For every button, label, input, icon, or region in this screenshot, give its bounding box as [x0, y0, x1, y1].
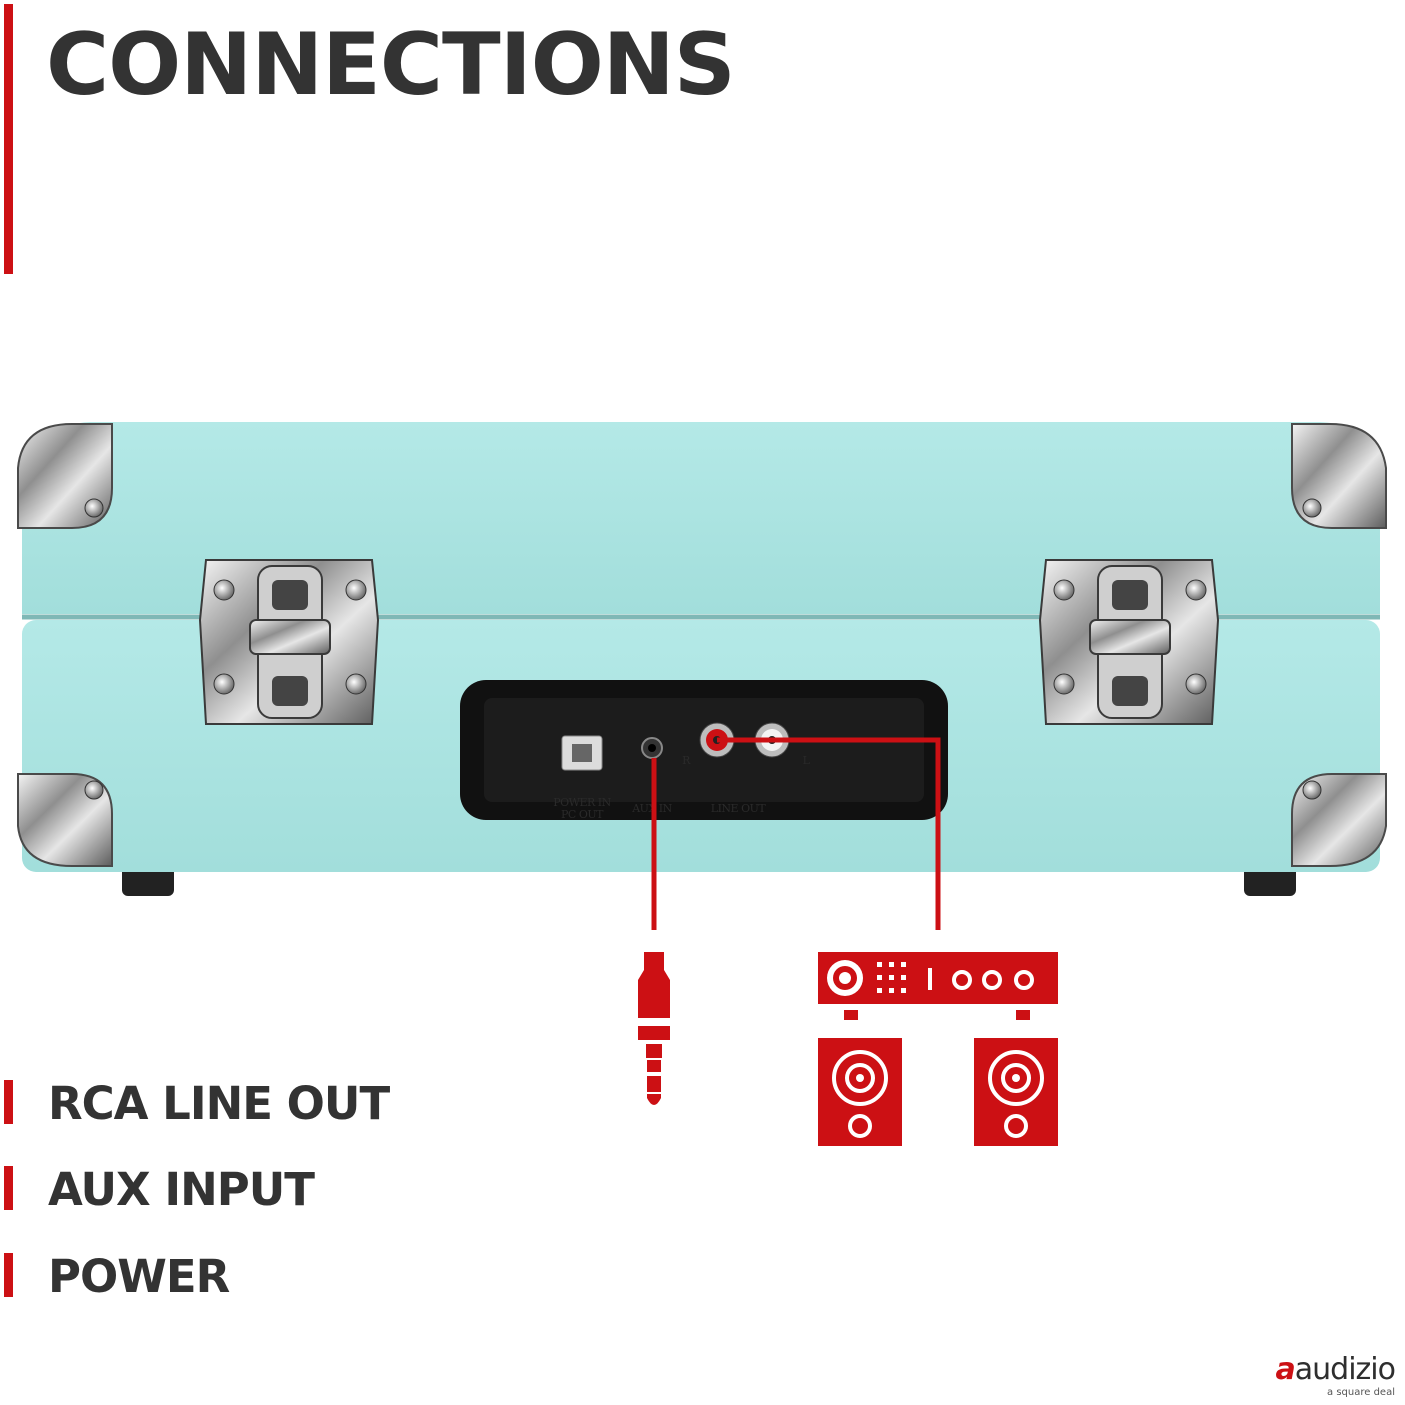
brand-name: audizio: [1294, 1352, 1396, 1387]
speaker-icon: [974, 1038, 1058, 1146]
usb-port-label: POWER IN: [553, 796, 611, 809]
aux-cable-icon: [638, 952, 670, 1105]
latch-right: [1038, 559, 1220, 725]
usb-port: [561, 735, 603, 771]
latch-left: [198, 559, 380, 725]
speaker-icon: [818, 1038, 902, 1146]
brand-logo: aaudizio a square deal: [1275, 1352, 1396, 1399]
connection-lines: [651, 737, 941, 930]
feature-accent-bar: [4, 1166, 13, 1210]
case-foot-left: [122, 866, 174, 896]
feature-power: POWER: [48, 1250, 230, 1303]
amplifier-icon: [818, 952, 1058, 1020]
left-channel-label: L: [803, 754, 811, 767]
usb-port-sublabel: PC OUT: [561, 808, 604, 821]
corner-protector-top-left: [17, 423, 113, 529]
brand-mark: a: [1275, 1352, 1296, 1387]
feature-aux-input: AUX INPUT: [48, 1163, 315, 1216]
corner-protector-top-right: [1291, 423, 1387, 529]
connection-panel: POWER IN PC OUT AUX IN R L LINE OUT: [460, 680, 948, 821]
corner-protector-bottom-left: [17, 773, 113, 867]
aux-port: [641, 737, 663, 759]
line-out-label: LINE OUT: [711, 802, 767, 815]
page-title: CONNECTIONS: [46, 15, 736, 115]
feature-accent-bar: [4, 1080, 13, 1124]
feature-rca-line-out: RCA LINE OUT: [48, 1077, 390, 1130]
brand-tagline: a square deal: [1327, 1387, 1395, 1398]
case-foot-right: [1244, 866, 1296, 896]
right-channel-label: R: [682, 754, 691, 767]
feature-accent-bar: [4, 1253, 13, 1297]
title-accent-bar: [4, 4, 13, 274]
corner-protector-bottom-right: [1291, 773, 1387, 867]
